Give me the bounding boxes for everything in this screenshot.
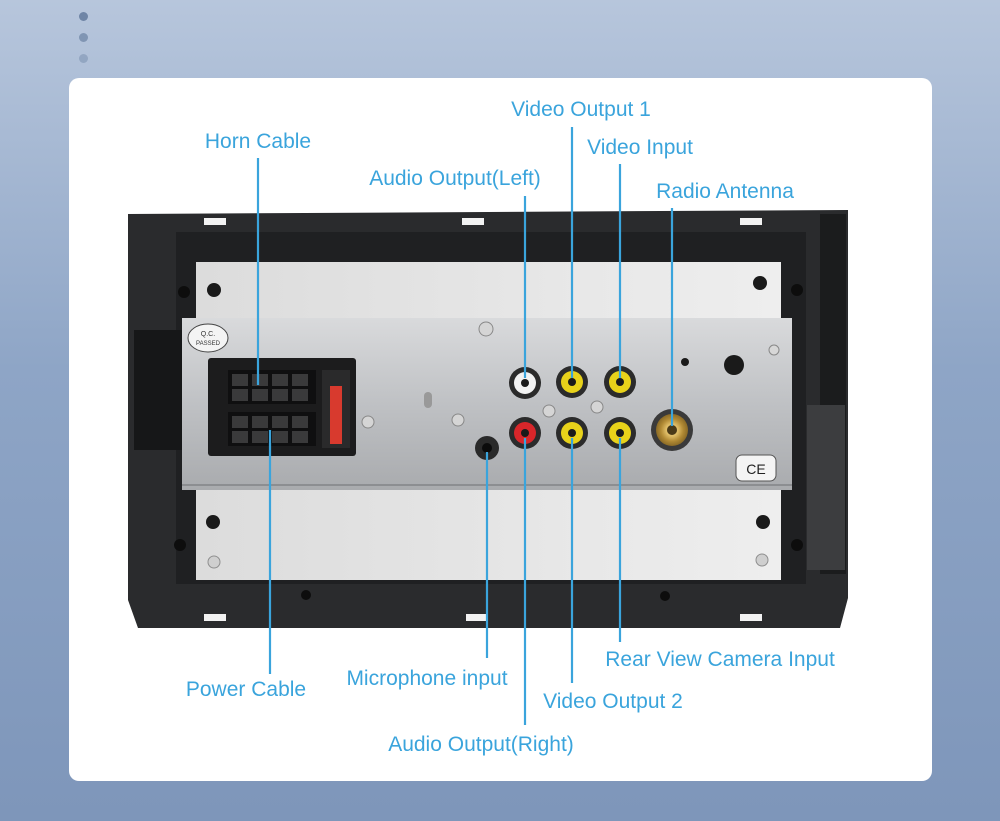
- screw: [590, 400, 604, 414]
- label-audio-output-right: Audio Output(Right): [388, 733, 574, 756]
- screw: [542, 404, 556, 418]
- page-dot: [79, 54, 88, 63]
- panel-slot: [424, 392, 432, 408]
- label-power-cable: Power Cable: [186, 678, 306, 701]
- ce-mark-text: CE: [746, 461, 765, 477]
- screw: [756, 515, 770, 529]
- label-audio-output-left: Audio Output(Left): [369, 167, 541, 190]
- qc-text: Q.C.: [201, 331, 215, 338]
- tab: [204, 218, 226, 225]
- label-video-output-1: Video Output 1: [511, 98, 651, 121]
- qc-text: PASSED: [196, 341, 221, 347]
- screw: [207, 283, 221, 297]
- rca-jack-video-output-2: [556, 417, 588, 449]
- label-radio-antenna: Radio Antenna: [656, 180, 794, 203]
- tab: [204, 614, 226, 621]
- label-horn-cable: Horn Cable: [205, 130, 311, 153]
- callout-labels: Video Output 1 Horn Cable Video Input Au…: [186, 98, 835, 756]
- screw: [478, 321, 494, 337]
- panel-hole: [724, 355, 744, 375]
- screw: [178, 286, 190, 298]
- screw: [451, 413, 465, 427]
- screw: [301, 590, 311, 600]
- screw: [207, 555, 221, 569]
- tab: [466, 614, 488, 621]
- rca-jack-rear-camera: [604, 417, 636, 449]
- screw: [791, 539, 803, 551]
- screw: [361, 415, 375, 429]
- ce-sticker: CE: [735, 454, 777, 482]
- page-dot: [79, 12, 88, 21]
- label-video-output-2: Video Output 2: [543, 690, 683, 713]
- radio-antenna-socket: [651, 409, 693, 451]
- panel-hole: [681, 358, 689, 366]
- label-microphone-input: Microphone input: [346, 667, 507, 690]
- fuse: [330, 386, 342, 444]
- screw: [206, 515, 220, 529]
- microphone-jack: [475, 436, 499, 460]
- qc-sticker: Q.C. PASSED: [187, 323, 229, 353]
- side-cable: [134, 330, 182, 450]
- label-rear-view-camera-input: Rear View Camera Input: [605, 648, 835, 671]
- iso-harness-connector: [208, 358, 356, 456]
- rca-jack-audio-right: [509, 417, 541, 449]
- rca-jack-audio-left: [509, 367, 541, 399]
- mounting-screws: [174, 276, 803, 601]
- tab: [462, 218, 484, 225]
- tab: [740, 218, 762, 225]
- screw: [660, 591, 670, 601]
- screw: [174, 539, 186, 551]
- rca-jack-video-input: [604, 366, 636, 398]
- side-pcb: [807, 405, 845, 570]
- mounting-tabs: [204, 218, 762, 621]
- page-indicator: [79, 12, 88, 75]
- screw: [753, 276, 767, 290]
- leader-lines: [256, 127, 674, 725]
- screw: [768, 344, 780, 356]
- screw: [791, 284, 803, 296]
- label-video-input: Video Input: [587, 136, 693, 159]
- rca-jack-video-output-1: [556, 366, 588, 398]
- page-dot: [79, 33, 88, 42]
- tab: [740, 614, 762, 621]
- screw: [755, 553, 769, 567]
